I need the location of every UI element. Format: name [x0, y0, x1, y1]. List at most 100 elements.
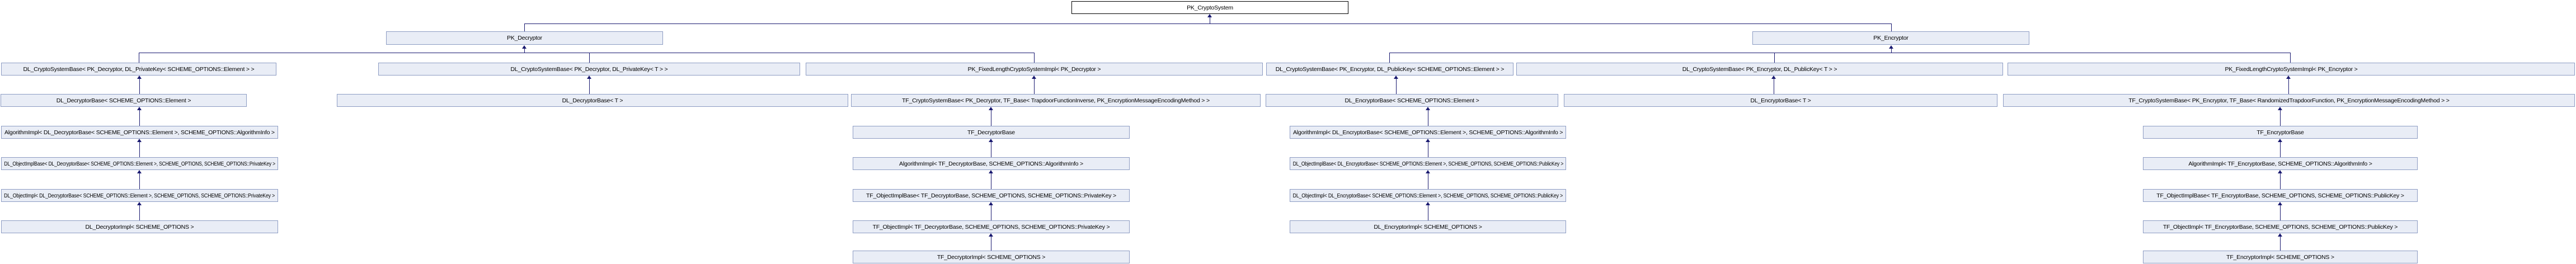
edge-arrowhead-up — [1426, 107, 1430, 110]
edge-arrowhead-up — [989, 233, 993, 237]
class-node-label: DL_CryptoSystemBase< PK_Decryptor, DL_Pr… — [23, 65, 255, 73]
class-node-algimpl-tf-enc[interactable]: AlgorithmImpl< TF_EncryptorBase, SCHEME_… — [2143, 157, 2418, 170]
edge-line — [589, 53, 590, 63]
class-node-dl-cryptosystembase-dec-elem[interactable]: DL_CryptoSystemBase< PK_Decryptor, DL_Pr… — [1, 63, 276, 76]
class-node-dl-cryptosystembase-dec-t[interactable]: DL_CryptoSystemBase< PK_Decryptor, DL_Pr… — [378, 63, 800, 76]
edge-line — [524, 23, 1891, 24]
class-node-algimpl-dl-dec[interactable]: AlgorithmImpl< DL_DecryptorBase< SCHEME_… — [1, 126, 278, 139]
class-node-pk-cryptosystem[interactable]: PK_CryptoSystem — [1071, 1, 1348, 14]
class-node-label: DL_CryptoSystemBase< PK_Encryptor, DL_Pu… — [1682, 65, 1837, 73]
class-node-dl-encryptorbase-t[interactable]: DL_EncryptorBase< T > — [1564, 94, 1997, 107]
class-node-tf-encryptorbase[interactable]: TF_EncryptorBase — [2143, 126, 2418, 139]
edge-line — [139, 79, 140, 94]
class-node-tf-encryptorimpl[interactable]: TF_EncryptorImpl< SCHEME_OPTIONS > — [2143, 251, 2418, 263]
edge-arrowhead-up — [989, 170, 993, 173]
edge-line — [139, 110, 140, 126]
class-node-dl-objectimpl-enc[interactable]: DL_ObjectImpl< DL_EncryptorBase< SCHEME_… — [1290, 189, 1566, 202]
edge-line — [524, 23, 525, 31]
edge-arrowhead-up — [137, 76, 142, 79]
class-node-dl-decryptorimpl[interactable]: DL_DecryptorImpl< SCHEME_OPTIONS > — [1, 220, 278, 233]
edge-arrowhead-up — [137, 139, 142, 142]
edge-arrowhead-up — [137, 202, 142, 205]
class-node-dl-encryptorbase-elem[interactable]: DL_EncryptorBase< SCHEME_OPTIONS::Elemen… — [1266, 94, 1558, 107]
class-node-pk-fixedlength-enc[interactable]: PK_FixedLengthCryptoSystemImpl< PK_Encry… — [2008, 63, 2575, 76]
class-node-tf-objectimpl-dec[interactable]: TF_ObjectImpl< TF_DecryptorBase, SCHEME_… — [853, 220, 1130, 233]
class-node-label: AlgorithmImpl< DL_DecryptorBase< SCHEME_… — [4, 129, 275, 136]
class-node-dl-cryptosystembase-enc-t[interactable]: DL_CryptoSystemBase< PK_Encryptor, DL_Pu… — [1516, 63, 2003, 76]
class-node-label: DL_DecryptorBase< SCHEME_OPTIONS::Elemen… — [56, 97, 191, 104]
class-node-label: AlgorithmImpl< TF_EncryptorBase, SCHEME_… — [2188, 160, 2372, 167]
class-node-label: PK_CryptoSystem — [1187, 4, 1233, 11]
edge-line — [2280, 142, 2281, 157]
class-node-dl-encryptorimpl[interactable]: DL_EncryptorImpl< SCHEME_OPTIONS > — [1290, 220, 1566, 233]
edge-arrowhead-up — [2278, 202, 2282, 205]
class-node-label: TF_ObjectImplBase< TF_EncryptorBase, SCH… — [2156, 192, 2404, 199]
class-node-tf-cryptosystembase-enc[interactable]: TF_CryptoSystemBase< PK_Encryptor, TF_Ba… — [2003, 94, 2575, 107]
class-node-dl-objectimpl-dec[interactable]: DL_ObjectImpl< DL_DecryptorBase< SCHEME_… — [1, 189, 278, 202]
class-node-tf-decryptorimpl[interactable]: TF_DecryptorImpl< SCHEME_OPTIONS > — [853, 251, 1130, 263]
class-node-label: DL_EncryptorBase< SCHEME_OPTIONS::Elemen… — [1345, 97, 1479, 104]
edge-line — [2280, 205, 2281, 220]
class-node-label: DL_EncryptorImpl< SCHEME_OPTIONS > — [1374, 223, 1482, 230]
class-node-pk-fixedlength-dec[interactable]: PK_FixedLengthCryptoSystemImpl< PK_Decry… — [806, 63, 1263, 76]
edge-arrowhead-up — [522, 45, 527, 49]
edge-arrowhead-up — [2278, 139, 2282, 142]
edge-arrowhead-up — [1771, 76, 1776, 79]
class-node-tf-decryptorbase[interactable]: TF_DecryptorBase — [853, 126, 1130, 139]
class-node-algimpl-dl-enc[interactable]: AlgorithmImpl< DL_EncryptorBase< SCHEME_… — [1290, 126, 1566, 139]
edge-line — [1891, 23, 1892, 31]
class-node-label: PK_FixedLengthCryptoSystemImpl< PK_Encry… — [2225, 65, 2358, 73]
class-node-label: TF_DecryptorImpl< SCHEME_OPTIONS > — [937, 253, 1046, 261]
class-node-dl-decryptorbase-elem[interactable]: DL_DecryptorBase< SCHEME_OPTIONS::Elemen… — [1, 94, 247, 107]
class-node-label: AlgorithmImpl< TF_DecryptorBase, SCHEME_… — [899, 160, 1083, 167]
class-node-label: TF_ObjectImpl< TF_EncryptorBase, SCHEME_… — [2163, 223, 2398, 230]
class-node-label: TF_EncryptorImpl< SCHEME_OPTIONS > — [2226, 253, 2334, 261]
class-node-tf-objectimplbase-enc[interactable]: TF_ObjectImplBase< TF_EncryptorBase, SCH… — [2143, 189, 2418, 202]
class-node-tf-objectimplbase-dec[interactable]: TF_ObjectImplBase< TF_DecryptorBase, SCH… — [853, 189, 1130, 202]
class-node-dl-objectimplbase-enc[interactable]: DL_ObjectImplBase< DL_EncryptorBase< SCH… — [1290, 157, 1566, 170]
edge-line — [1396, 79, 1397, 94]
edge-arrowhead-up — [137, 107, 142, 110]
class-node-pk-decryptor[interactable]: PK_Decryptor — [386, 31, 663, 45]
class-node-dl-cryptosystembase-enc-elem[interactable]: DL_CryptoSystemBase< PK_Encryptor, DL_Pu… — [1266, 63, 1513, 76]
class-node-label: DL_ObjectImplBase< DL_EncryptorBase< SCH… — [1292, 160, 1563, 167]
edge-arrowhead-up — [1426, 139, 1430, 142]
edge-line — [1891, 49, 1892, 53]
edge-arrowhead-up — [989, 202, 993, 205]
edge-arrowhead-up — [1426, 202, 1430, 205]
class-node-label: DL_CryptoSystemBase< PK_Decryptor, DL_Pr… — [510, 65, 668, 73]
class-node-tf-objectimpl-enc[interactable]: TF_ObjectImpl< TF_EncryptorBase, SCHEME_… — [2143, 220, 2418, 233]
edge-line — [1034, 79, 1035, 94]
edge-line — [2290, 53, 2291, 63]
edge-arrowhead-up — [989, 107, 993, 110]
edge-line — [2280, 237, 2281, 251]
class-node-label: TF_ObjectImpl< TF_DecryptorBase, SCHEME_… — [872, 223, 1110, 230]
class-node-algimpl-tf-dec[interactable]: AlgorithmImpl< TF_DecryptorBase, SCHEME_… — [853, 157, 1130, 170]
class-node-label: TF_DecryptorBase — [967, 129, 1015, 136]
class-node-dl-decryptorbase-t[interactable]: DL_DecryptorBase< T > — [337, 94, 848, 107]
class-node-tf-cryptosystembase-dec[interactable]: TF_CryptoSystemBase< PK_Decryptor, TF_Ba… — [851, 94, 1261, 107]
class-node-label: DL_CryptoSystemBase< PK_Encryptor, DL_Pu… — [1275, 65, 1505, 73]
class-node-label: TF_EncryptorBase — [2257, 129, 2304, 136]
edge-arrowhead-up — [989, 139, 993, 142]
edge-line — [139, 142, 140, 157]
edge-line — [1389, 53, 1390, 63]
edge-arrowhead-up — [2278, 233, 2282, 237]
edge-arrowhead-up — [587, 76, 591, 79]
class-node-pk-encryptor[interactable]: PK_Encryptor — [1752, 31, 2029, 45]
edge-line — [2280, 173, 2281, 189]
class-node-label: DL_EncryptorBase< T > — [1750, 97, 1811, 104]
edge-arrowhead-up — [1394, 76, 1398, 79]
edge-arrowhead-up — [137, 170, 142, 173]
edge-line — [524, 49, 525, 53]
class-node-dl-objectimplbase-dec[interactable]: DL_ObjectImplBase< DL_DecryptorBase< SCH… — [1, 157, 278, 170]
class-node-label: PK_Encryptor — [1873, 35, 1909, 41]
edge-arrowhead-up — [2278, 170, 2282, 173]
edge-arrowhead-up — [2278, 107, 2282, 110]
edge-arrowhead-up — [2286, 76, 2291, 79]
edge-line — [139, 173, 140, 189]
class-node-label: DL_ObjectImpl< DL_DecryptorBase< SCHEME_… — [4, 192, 275, 199]
edge-arrowhead-up — [1889, 45, 1893, 49]
edge-line — [2280, 110, 2281, 126]
